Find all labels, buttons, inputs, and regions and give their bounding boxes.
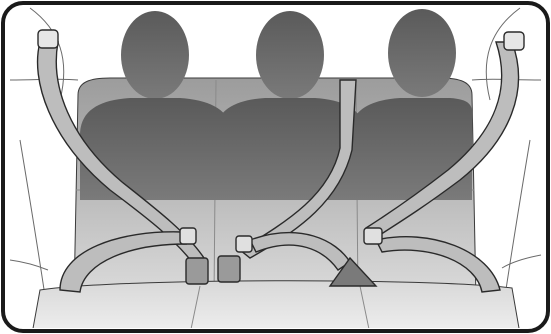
belt-left-buckle [186,258,208,284]
occupant-center-head [256,11,324,99]
belt-left-anchor [38,30,58,48]
belt-right-tongue [364,228,382,244]
belt-left-tongue [180,228,196,244]
belt-right-anchor [504,32,524,50]
occupants [80,9,473,200]
occupant-left-head [121,11,189,99]
seat-cushion [32,281,520,334]
occupant-right-head [388,9,456,97]
belt-center-buckle [218,256,240,282]
belt-center-tongue [236,236,252,252]
